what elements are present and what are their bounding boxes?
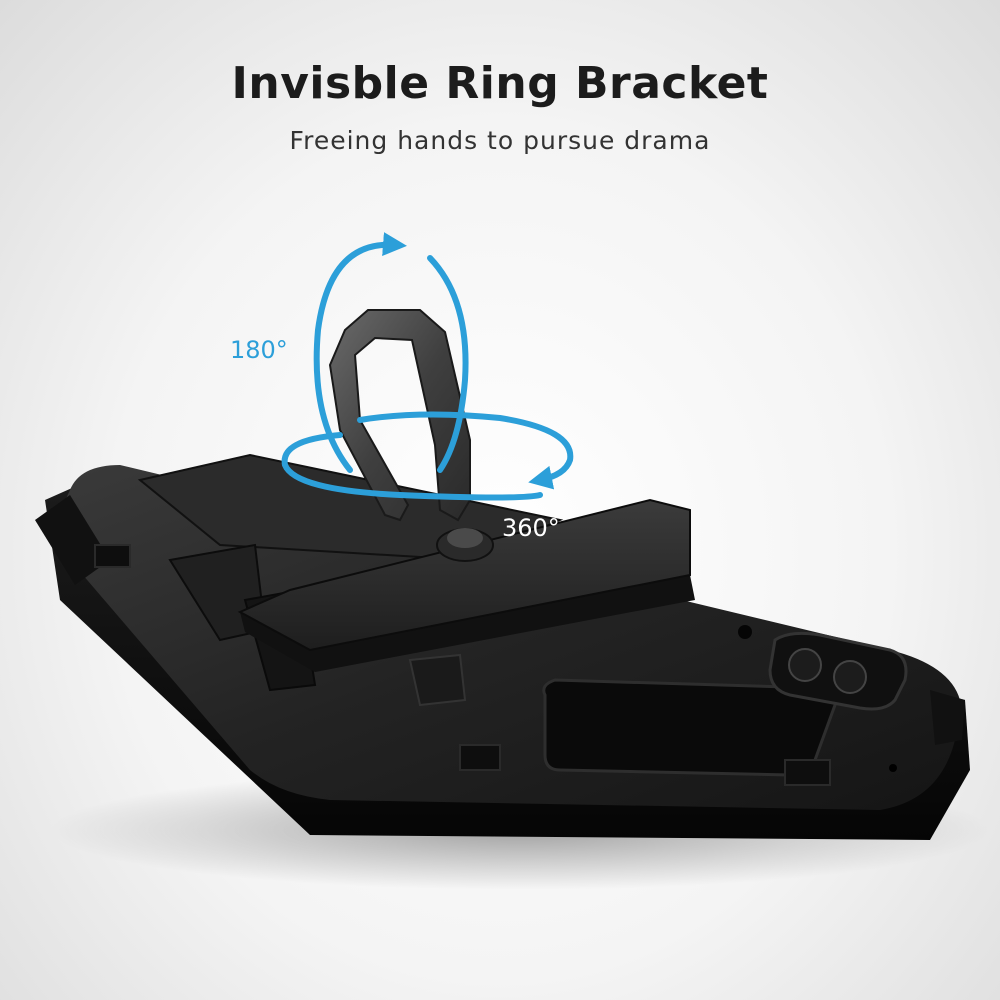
side-clip-3 xyxy=(94,544,131,568)
hinge-notch xyxy=(408,653,467,707)
bracket-plate xyxy=(237,498,691,652)
horizontal-rotation-arc xyxy=(281,411,574,501)
camera-lens-2 xyxy=(833,660,867,694)
rotation-180-label: 180° xyxy=(230,336,288,364)
case-bumper-left xyxy=(35,495,110,585)
camera-lens-1 xyxy=(788,648,822,682)
headline-subtitle: Freeing hands to pursue drama xyxy=(289,126,711,155)
side-clip-1 xyxy=(459,744,501,771)
ring-mount-cap xyxy=(447,528,483,548)
side-clip-2 xyxy=(784,759,831,786)
bracket-plate-side xyxy=(240,575,695,672)
case-bumper-right xyxy=(930,690,965,745)
ring-bracket xyxy=(328,309,471,522)
headline-title: Invisble Ring Bracket xyxy=(231,58,769,109)
flash-hole xyxy=(738,625,752,639)
mic-hole xyxy=(889,764,897,772)
rotation-360-label: 360° xyxy=(502,514,560,542)
